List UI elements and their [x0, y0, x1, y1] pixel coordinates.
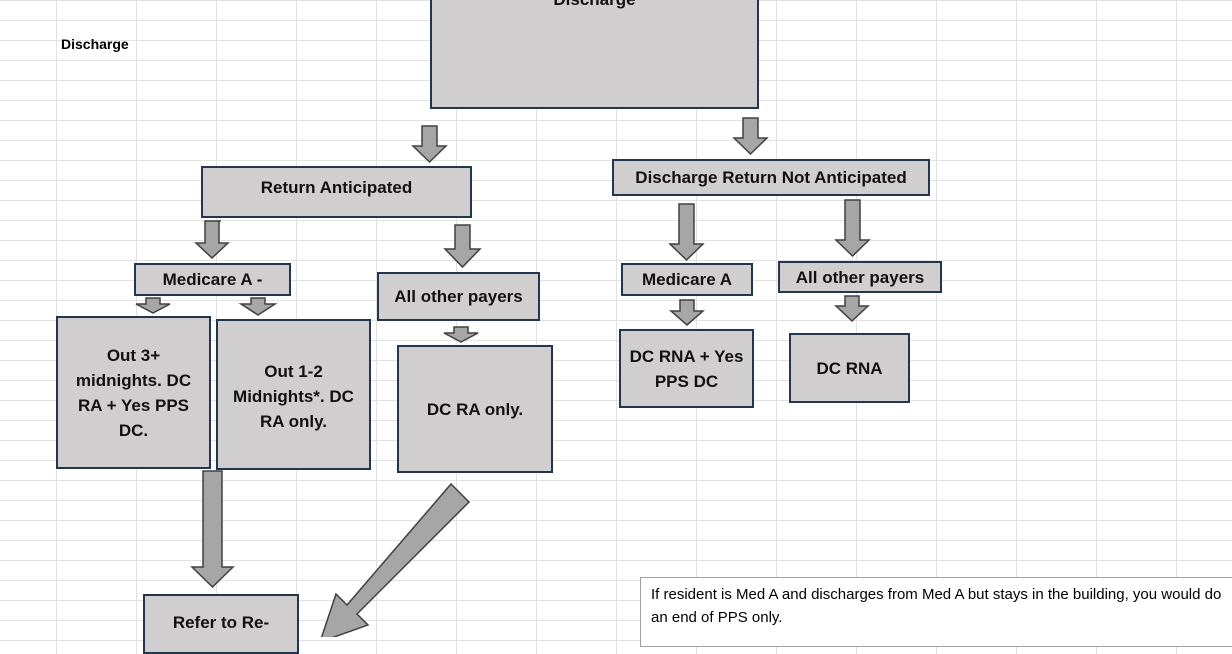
node-dc-ra-only: DC RA only. [397, 345, 553, 473]
arrow-rna-medicare-to-dc-rna-pps [669, 299, 705, 326]
node-refer-to: Refer to Re- [143, 594, 299, 654]
node-ra-medicare-a: Medicare A - [134, 263, 291, 296]
node-dc-rna-yes-pps: DC RNA + Yes PPS DC [619, 329, 754, 408]
arrow-rna-other-to-dc-rna [834, 295, 870, 323]
arrow-medicare-a-to-out-3plus [135, 297, 171, 314]
arrow-ra-to-other-payers [443, 224, 482, 269]
node-ra-other-payers: All other payers [377, 272, 540, 321]
arrow-rna-to-medicare-a [668, 203, 705, 262]
flow-arrows [135, 117, 871, 637]
node-rna-other-payers: All other payers [778, 261, 942, 293]
discharge-note: If resident is Med A and discharges from… [640, 577, 1232, 647]
node-discharge: Discharge [430, 0, 759, 109]
sheet-label: Discharge [61, 36, 129, 52]
arrow-rna-to-other-payers [834, 199, 871, 258]
arrow-discharge-to-return-anticipated [411, 125, 448, 164]
node-out-3plus-midnights: Out 3+ midnights. DC RA + Yes PPS DC. [56, 316, 211, 469]
node-dc-rna: DC RNA [789, 333, 910, 403]
arrow-dc-ra-only-diagonal [320, 482, 471, 637]
node-return-not-anticipated: Discharge Return Not Anticipated [612, 159, 930, 196]
node-rna-medicare-a: Medicare A [621, 263, 753, 296]
arrow-medicare-a-to-out-1-2 [238, 297, 278, 316]
arrow-discharge-to-return-not-anticipated [732, 117, 769, 156]
node-out-1-2-midnights: Out 1-2 Midnights*. DC RA only. [216, 319, 371, 470]
node-return-anticipated: Return Anticipated [201, 166, 472, 218]
arrow-out-3plus-to-refer [190, 470, 235, 589]
arrow-ra-other-to-dc-ra-only [443, 326, 479, 343]
arrow-ra-to-medicare-a [194, 220, 230, 260]
